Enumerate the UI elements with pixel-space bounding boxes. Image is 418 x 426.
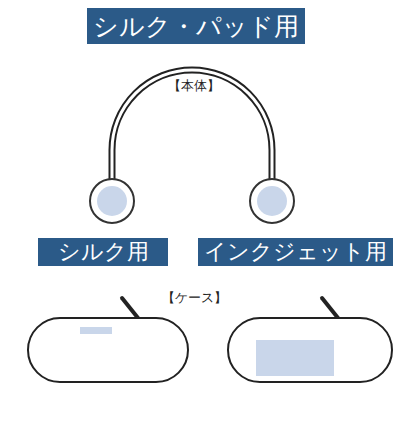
case-outline	[228, 318, 392, 382]
right-pad	[250, 179, 294, 223]
band-text: シルク・パッド用	[93, 14, 299, 39]
band-text: シルク用	[58, 241, 149, 263]
part-label: 【本体】	[168, 79, 220, 92]
label-band: インクジェット用	[198, 238, 393, 266]
label-band: シルク用	[38, 238, 168, 266]
part-label: 【ケース】	[162, 291, 227, 304]
case-tab	[122, 298, 138, 318]
case-outline	[28, 318, 188, 382]
band-text: インクジェット用	[204, 241, 387, 263]
case-mark	[80, 327, 112, 334]
left-pad-fill	[97, 186, 127, 216]
case-mark	[256, 340, 334, 376]
headband	[112, 70, 272, 182]
left-pad	[90, 179, 134, 223]
headband-outer	[112, 70, 272, 182]
right-pad-fill	[257, 186, 287, 216]
case-tab	[322, 298, 338, 318]
label-band: シルク・パッド用	[87, 8, 305, 44]
headband-inner	[112, 70, 272, 182]
